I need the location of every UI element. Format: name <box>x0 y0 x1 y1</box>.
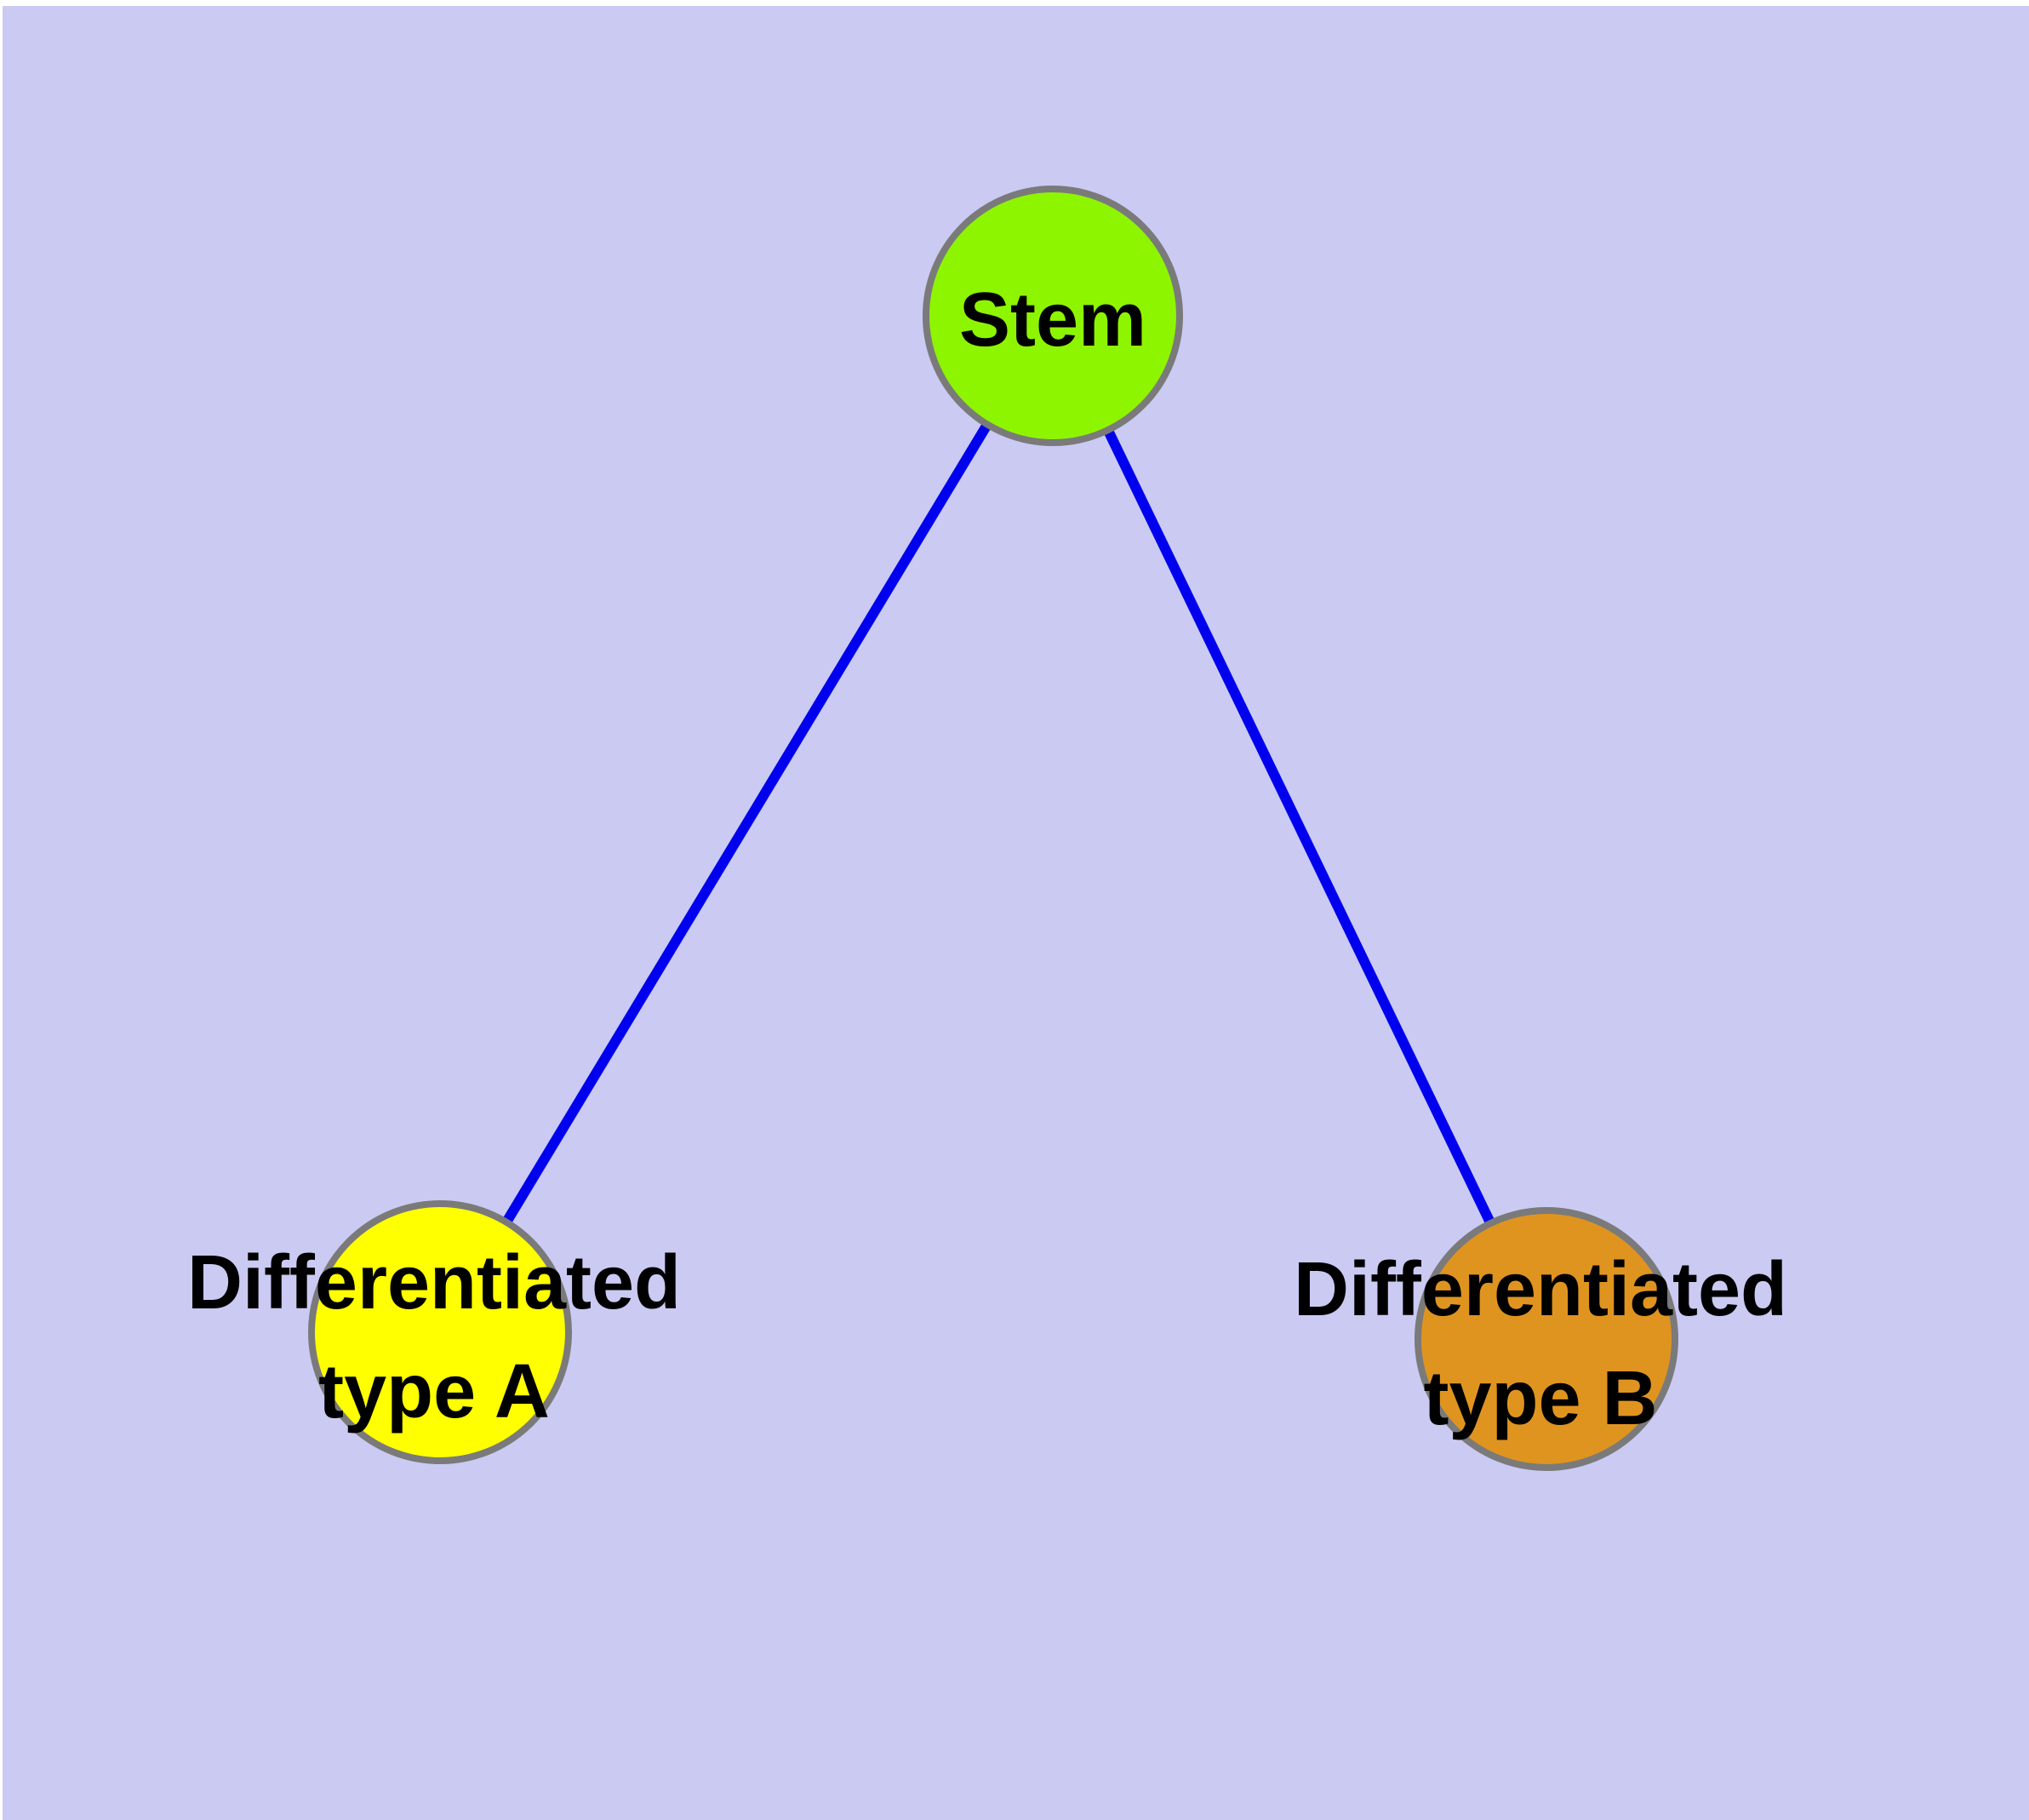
node-type-b-label-line2: type B <box>1423 1356 1657 1441</box>
node-stem-label: Stem <box>959 278 1146 363</box>
edge-stem-to-type-a <box>435 312 1058 1336</box>
node-type-a-label-line1: Differentiated <box>187 1240 681 1325</box>
node-type-a-circle <box>308 1200 572 1464</box>
node-type-a-label-line2: type A <box>318 1349 550 1434</box>
edge-stem-to-type-b <box>1048 313 1552 1342</box>
node-type-b-circle <box>1415 1207 1678 1471</box>
node-type-b-label-line1: Differentiated <box>1294 1247 1787 1332</box>
node-stem-circle <box>923 186 1183 446</box>
